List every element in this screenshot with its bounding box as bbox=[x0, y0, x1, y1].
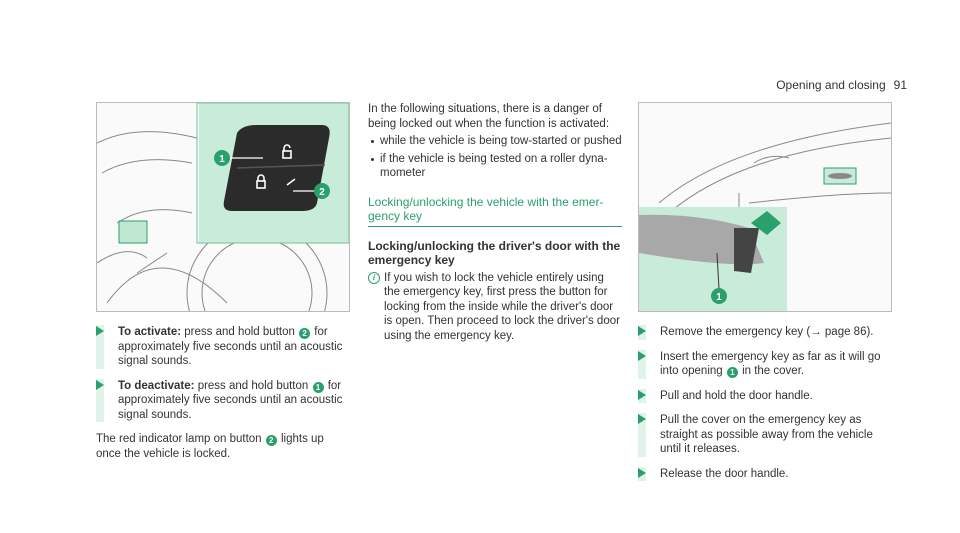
arrow-icon bbox=[638, 326, 646, 336]
arrow-icon bbox=[638, 414, 646, 424]
arrow-icon bbox=[96, 326, 104, 336]
section-heading: Locking/unlocking the vehicle with the e… bbox=[368, 195, 622, 227]
step-text: for approximately five seconds until an … bbox=[118, 326, 343, 367]
arrow-icon bbox=[638, 389, 646, 400]
step-text: Release the door handle. bbox=[660, 467, 789, 480]
figure-door-handle: 1 bbox=[638, 102, 892, 312]
step-text: press and hold button bbox=[197, 379, 312, 392]
step-lead: To deactivate: bbox=[118, 379, 195, 392]
figure-label-1: 1 bbox=[716, 292, 722, 303]
figure-label-1: 1 bbox=[219, 154, 225, 165]
callout-badge: 2 bbox=[265, 435, 277, 446]
page-header: Opening and closing 91 bbox=[776, 78, 907, 92]
info-note: i If you wish to lock the vehicle entire… bbox=[368, 271, 622, 344]
step-deactivate: To deactivate: press and hold button 1 f… bbox=[96, 378, 350, 422]
column-middle: In the following situations, there is a … bbox=[368, 102, 622, 343]
arrow-icon bbox=[638, 350, 646, 361]
arrow-icon bbox=[96, 379, 104, 390]
arrow-icon bbox=[638, 467, 646, 478]
step-text: Remove the emergency key ( bbox=[660, 326, 811, 338]
step-insert-key: Insert the emergency key as far as it wi… bbox=[638, 349, 892, 379]
list-item: while the vehicle is being tow-started o… bbox=[368, 134, 622, 149]
callout-badge: 1 bbox=[312, 381, 324, 393]
page-ref-arrow-icon: → bbox=[810, 326, 822, 338]
step-text: in the cover. bbox=[738, 365, 805, 377]
callout-badge: 1 bbox=[726, 367, 738, 378]
step-text: Pull and hold the door handle. bbox=[660, 389, 813, 402]
note-text: If you wish to lock the vehicle entirely… bbox=[384, 271, 620, 342]
intro-paragraph: In the following situations, there is a … bbox=[368, 103, 610, 130]
step-release-handle: Release the door handle. bbox=[638, 466, 892, 481]
step-text: Insert the emergency key as far as it wi… bbox=[660, 350, 881, 378]
column-right: Remove the emergency key (→ page 86). In… bbox=[638, 325, 892, 491]
column-left: To activate: press and hold button 2 for… bbox=[96, 325, 350, 461]
step-activate: To activate: press and hold button 2 for… bbox=[96, 325, 350, 369]
para-text: lights up once the vehicle is locked. bbox=[96, 433, 324, 460]
list-item: if the vehicle is being tested on a roll… bbox=[368, 152, 622, 181]
step-remove-key: Remove the emergency key (→ page 86). bbox=[638, 325, 892, 340]
subsection-heading: Locking/unlocking the driver's door with… bbox=[368, 238, 621, 267]
header-title: Opening and closing bbox=[776, 78, 886, 92]
figure-label-2: 2 bbox=[319, 187, 325, 198]
step-text: page 86). bbox=[821, 326, 874, 338]
indicator-paragraph: The red indicator lamp on button 2 light… bbox=[96, 432, 350, 461]
page-number: 91 bbox=[893, 78, 907, 92]
step-pull-handle: Pull and hold the door handle. bbox=[638, 388, 892, 403]
callout-badge: 2 bbox=[299, 328, 311, 339]
info-icon: i bbox=[368, 271, 380, 284]
figure-lock-switch: 1 2 bbox=[96, 102, 350, 312]
step-text: press and hold button bbox=[184, 326, 299, 338]
step-pull-cover: Pull the cover on the emergency key as s… bbox=[638, 413, 892, 457]
step-lead: To activate: bbox=[118, 326, 182, 338]
para-text: The red indicator lamp on button bbox=[96, 433, 265, 445]
step-text: Pull the cover on the emergency key as s… bbox=[660, 414, 873, 455]
step-text: for approximately five seconds until an … bbox=[118, 379, 343, 421]
